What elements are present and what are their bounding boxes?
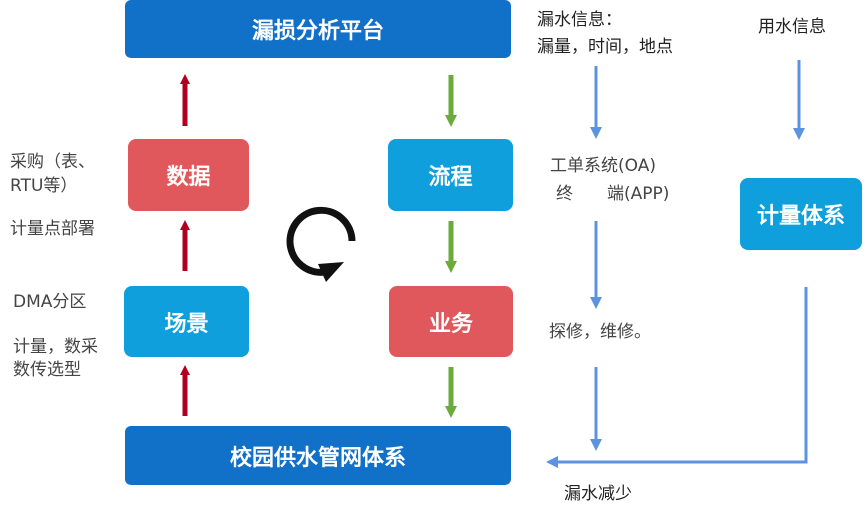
platform-label: 漏损分析平台 bbox=[251, 19, 384, 44]
procurement-note-line2: RTU等） bbox=[10, 176, 78, 196]
leak-reduction-note: 漏水减少 bbox=[564, 484, 632, 504]
data-box: 数据 bbox=[128, 139, 249, 211]
selection-note-line2: 数传选型 bbox=[13, 360, 81, 380]
workorder-line1: 工单系统(OA) bbox=[550, 156, 656, 176]
workorder-line2: 终 端(APP) bbox=[556, 184, 670, 204]
arrow-metering-return bbox=[546, 287, 808, 468]
metering-points-note: 计量点部署 bbox=[10, 219, 95, 239]
leak-info-line2: 漏量，时间，地点 bbox=[537, 37, 673, 57]
cycle-arrow-icon bbox=[286, 206, 356, 276]
dma-note: DMA分区 bbox=[13, 292, 87, 312]
process-box: 流程 bbox=[388, 139, 513, 211]
process-box-label: 流程 bbox=[428, 165, 473, 190]
selection-note-line1: 计量，数采 bbox=[13, 337, 98, 357]
metering-system-box: 计量体系 bbox=[740, 178, 862, 250]
metering-system-label: 计量体系 bbox=[756, 204, 845, 229]
system-box: 校园供水管网体系 bbox=[125, 426, 511, 485]
platform-box: 漏损分析平台 bbox=[125, 0, 511, 58]
water-use-info: 用水信息 bbox=[758, 17, 826, 37]
business-box-label: 业务 bbox=[428, 311, 473, 337]
data-box-label: 数据 bbox=[166, 165, 211, 190]
procurement-note-line1: 采购（表、 bbox=[10, 152, 95, 172]
scene-box: 场景 bbox=[124, 286, 249, 357]
business-box: 业务 bbox=[389, 286, 513, 357]
repair-note: 探修，维修。 bbox=[549, 322, 651, 342]
leak-info-line1: 漏水信息： bbox=[537, 10, 622, 30]
scene-box-label: 场景 bbox=[164, 311, 209, 337]
cycle-arrowhead bbox=[318, 262, 344, 282]
system-label: 校园供水管网体系 bbox=[229, 445, 406, 471]
